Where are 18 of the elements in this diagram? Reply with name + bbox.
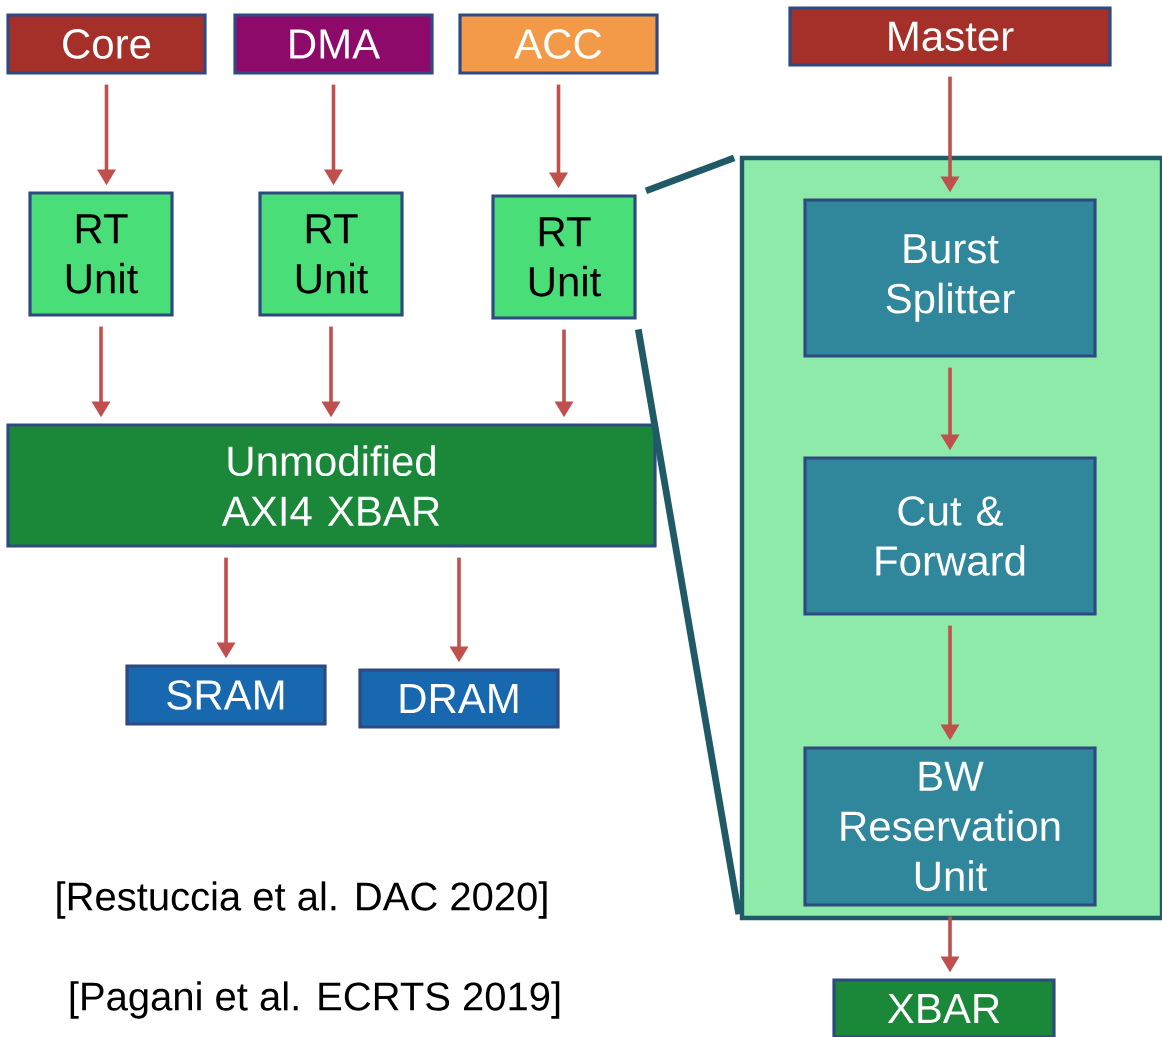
memory-box: SRAM [125, 664, 327, 726]
zoom-line [644, 154, 736, 195]
citation: [Restuccia et al. DAC 2020] [57, 881, 547, 919]
unit-box: RT Unit [491, 194, 637, 320]
citation: [Pagani et al. ECRTS 2019] [70, 981, 560, 1019]
source-box: DMA [233, 13, 434, 75]
source-box: Core [6, 13, 207, 75]
memory-box: DRAM [358, 668, 560, 729]
source-box: ACC [458, 13, 659, 75]
crossbar-box: XBAR [832, 978, 1056, 1037]
source-box: Master [788, 6, 1112, 67]
process-box: BW Reservation Unit [803, 746, 1097, 907]
unit-box: RT Unit [258, 191, 404, 317]
zoom-line [634, 328, 743, 915]
process-box: Cut & Forward [803, 456, 1097, 616]
process-box: Burst Splitter [803, 198, 1097, 358]
crossbar-box: Unmodified AXI4 XBAR [6, 423, 657, 548]
unit-box: RT Unit [28, 191, 174, 317]
